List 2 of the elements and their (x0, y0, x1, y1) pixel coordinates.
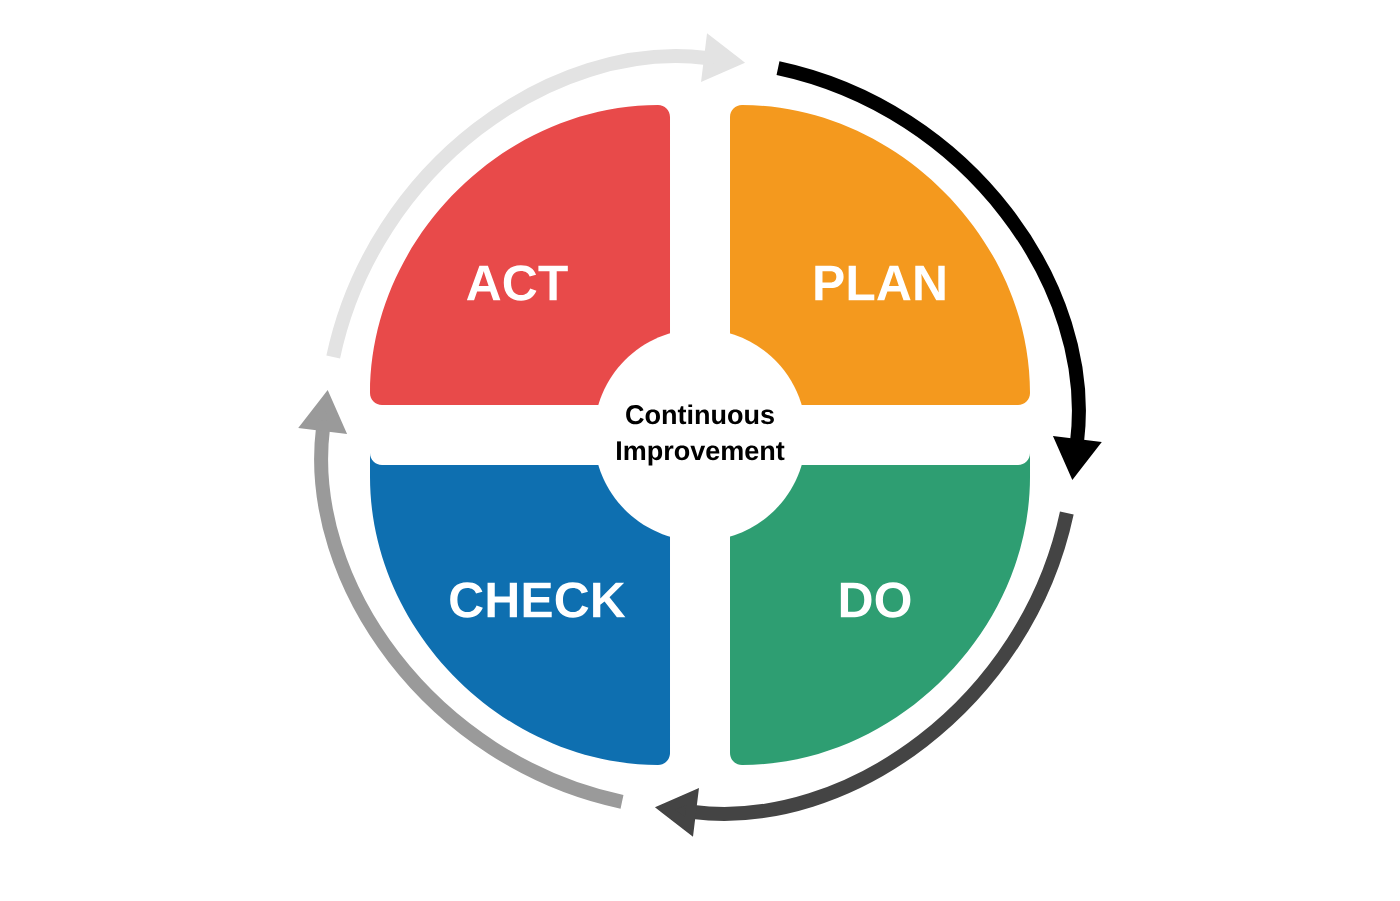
quadrant: ACT (370, 105, 670, 405)
quadrant: PLAN (730, 105, 1030, 405)
